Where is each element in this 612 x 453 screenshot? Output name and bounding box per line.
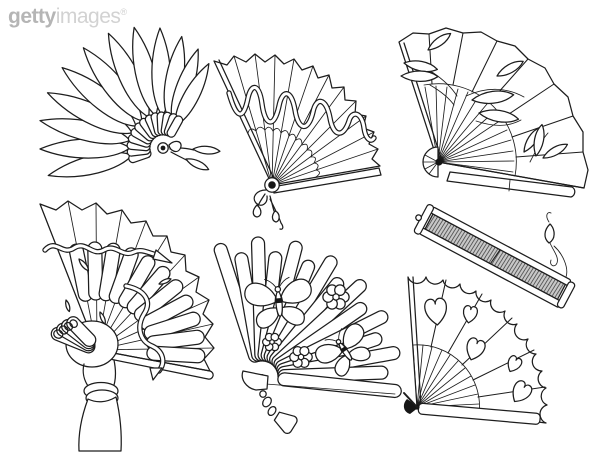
closed-fan-bead <box>544 223 555 244</box>
feather-fan <box>38 25 220 184</box>
getty-watermark: gettyimages® <box>8 5 127 29</box>
closed-fan-cord <box>553 245 568 278</box>
butterfly-fan <box>213 236 402 435</box>
leaf-fan-folds <box>428 32 584 158</box>
leaf-fan <box>399 28 589 198</box>
watermark-brand-light: images <box>55 5 121 28</box>
leaf-fan-inner-arc <box>423 83 517 177</box>
heart-fan <box>403 276 548 425</box>
flower <box>322 284 350 310</box>
leaf-fan-guard <box>446 171 576 198</box>
watermark-brand-bold: getty <box>8 5 56 28</box>
bead <box>259 390 267 398</box>
leaf-fan-ribs <box>424 85 515 173</box>
flower <box>289 346 313 368</box>
wavy-ribbon-fan <box>213 53 382 230</box>
wrist <box>82 359 117 387</box>
feather-fan-ribbon-loop <box>168 140 182 153</box>
butterfly-fan-slats <box>213 236 402 399</box>
bead <box>262 396 272 408</box>
bead-tassel <box>273 411 298 435</box>
feather-fan-ribbon-leaf <box>185 156 211 173</box>
feather-fan-quills <box>126 111 184 164</box>
fingers <box>50 316 97 354</box>
hand-held-fan <box>39 200 215 452</box>
leaf-fan-stems <box>429 71 549 163</box>
registered-mark-icon: ® <box>120 7 127 17</box>
heart-fan-pivot <box>403 399 419 414</box>
butterfly-fan-handle <box>241 370 269 391</box>
bead <box>267 405 277 417</box>
wavy-ribbon-fan-tassel <box>253 189 284 230</box>
petal-accent <box>65 300 71 312</box>
arm <box>78 396 122 452</box>
wavy-ribbon-fan-scallops <box>247 126 320 178</box>
closed-fan <box>413 204 576 309</box>
feather-fan-ribbon-leaf <box>193 145 221 155</box>
flower <box>262 332 282 352</box>
